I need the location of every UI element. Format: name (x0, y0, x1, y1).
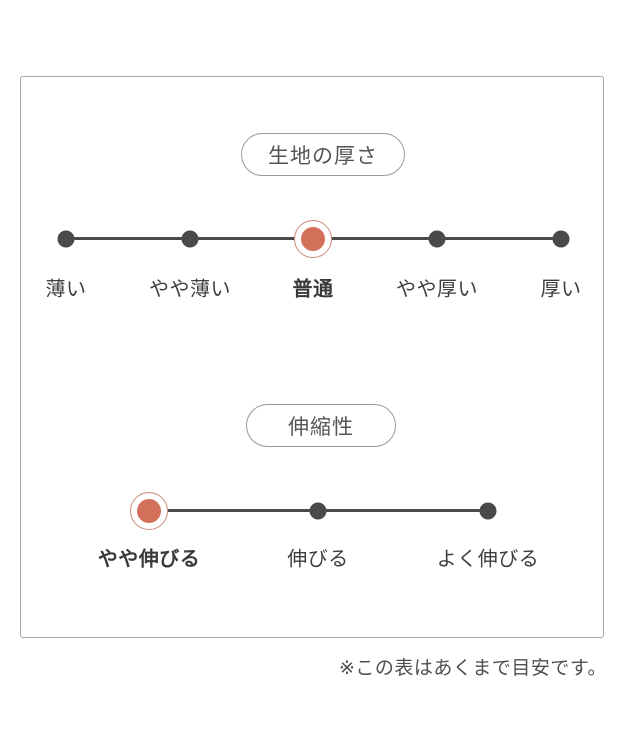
stretch-selected-dot (137, 499, 161, 523)
thickness-dot-4 (428, 230, 446, 248)
stretch-selected-marker (130, 492, 168, 530)
thickness-label-thick: 厚い (540, 276, 582, 301)
thickness-dot-1 (57, 230, 75, 248)
stretch-label-slightly-stretch: やや伸びる (97, 546, 201, 571)
disclaimer-footnote: ※この表はあくまで目安です。 (338, 657, 607, 679)
stretch-label-very-stretch: よく伸びる (436, 546, 540, 571)
thickness-selected-marker (294, 220, 332, 258)
thickness-dot-5 (552, 230, 570, 248)
thickness-label-thin: 薄い (45, 276, 87, 301)
spec-panel: 生地の厚さ 薄い やや薄い 普通 やや厚い 厚い 伸縮性 (20, 76, 604, 638)
thickness-label-normal: 普通 (292, 276, 334, 301)
thickness-dot-2 (181, 230, 199, 248)
thickness-selected-dot (301, 227, 325, 251)
thickness-label-slightly-thin: やや薄い (149, 276, 231, 301)
section-title-pill-stretch: 伸縮性 (246, 404, 396, 447)
thickness-label-slightly-thick: やや厚い (396, 276, 478, 301)
stretch-dot-2 (309, 502, 327, 520)
stretch-dot-3 (479, 502, 497, 520)
section-title-stretch: 伸縮性 (288, 414, 354, 439)
section-title-pill-thickness: 生地の厚さ (241, 133, 405, 176)
stretch-label-stretch: 伸びる (287, 546, 349, 571)
section-title-thickness: 生地の厚さ (268, 143, 378, 168)
